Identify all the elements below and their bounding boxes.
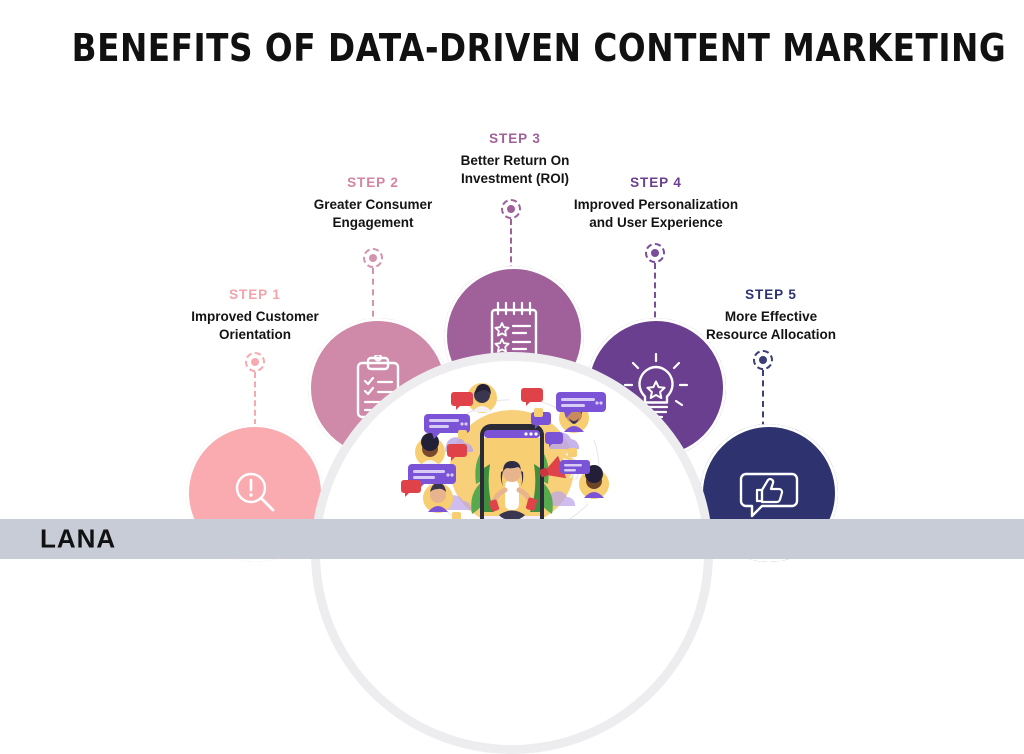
- step-text-2: STEP 2 Greater Consumer Engagement: [279, 175, 467, 233]
- step-kicker-1: STEP 1: [229, 287, 281, 302]
- step-kicker-3: STEP 3: [489, 131, 541, 146]
- step-description-2: Greater Consumer Engagement: [313, 196, 433, 231]
- connector-line-5: [762, 370, 764, 438]
- footer-bar: LANA: [0, 519, 1024, 559]
- connector-ring-icon-3: [501, 199, 521, 219]
- connector-dot-icon-3: [507, 205, 515, 213]
- connector-line-3: [510, 219, 512, 281]
- step-description-4: Improved Personalization and User Experi…: [573, 196, 739, 231]
- step-description-1: Improved Customer Orientation: [191, 308, 319, 343]
- connector-ring-icon-1: [245, 352, 265, 372]
- connector-ring-icon-4: [645, 243, 665, 263]
- page-title: BENEFITS OF DATA-DRIVEN CONTENT MARKETIN…: [71, 26, 1007, 70]
- step-description-3: Better Return On Investment (ROI): [460, 152, 570, 187]
- connector-ring-icon-2: [363, 248, 383, 268]
- brand-logo-text: LANA: [40, 523, 117, 554]
- step-kicker-4: STEP 4: [630, 175, 682, 190]
- connector-dot-icon-2: [369, 254, 377, 262]
- step-kicker-5: STEP 5: [745, 287, 797, 302]
- infographic-canvas: BENEFITS OF DATA-DRIVEN CONTENT MARKETIN…: [0, 26, 1024, 754]
- step-text-5: STEP 5 More Effective Resource Allocatio…: [683, 287, 859, 345]
- connector-line-2: [372, 268, 374, 338]
- connector-dot-icon-4: [651, 249, 659, 257]
- step-text-3: STEP 3 Better Return On Investment (ROI): [417, 131, 613, 189]
- connector-line-4: [654, 263, 656, 327]
- step-text-4: STEP 4 Improved Personalization and User…: [558, 175, 754, 233]
- connector-line-1: [254, 372, 256, 444]
- step-description-5: More Effective Resource Allocation: [705, 308, 837, 343]
- connector-dot-icon-1: [251, 358, 259, 366]
- magnifier-alert-icon: [235, 472, 275, 512]
- step-text-1: STEP 1 Improved Customer Orientation: [162, 287, 348, 345]
- step-kicker-2: STEP 2: [347, 175, 399, 190]
- connector-dot-icon-5: [759, 356, 767, 364]
- connector-ring-icon-5: [753, 350, 773, 370]
- notepad-star-rating-icon: [490, 301, 538, 370]
- thumbs-up-bubble-icon: [739, 472, 799, 518]
